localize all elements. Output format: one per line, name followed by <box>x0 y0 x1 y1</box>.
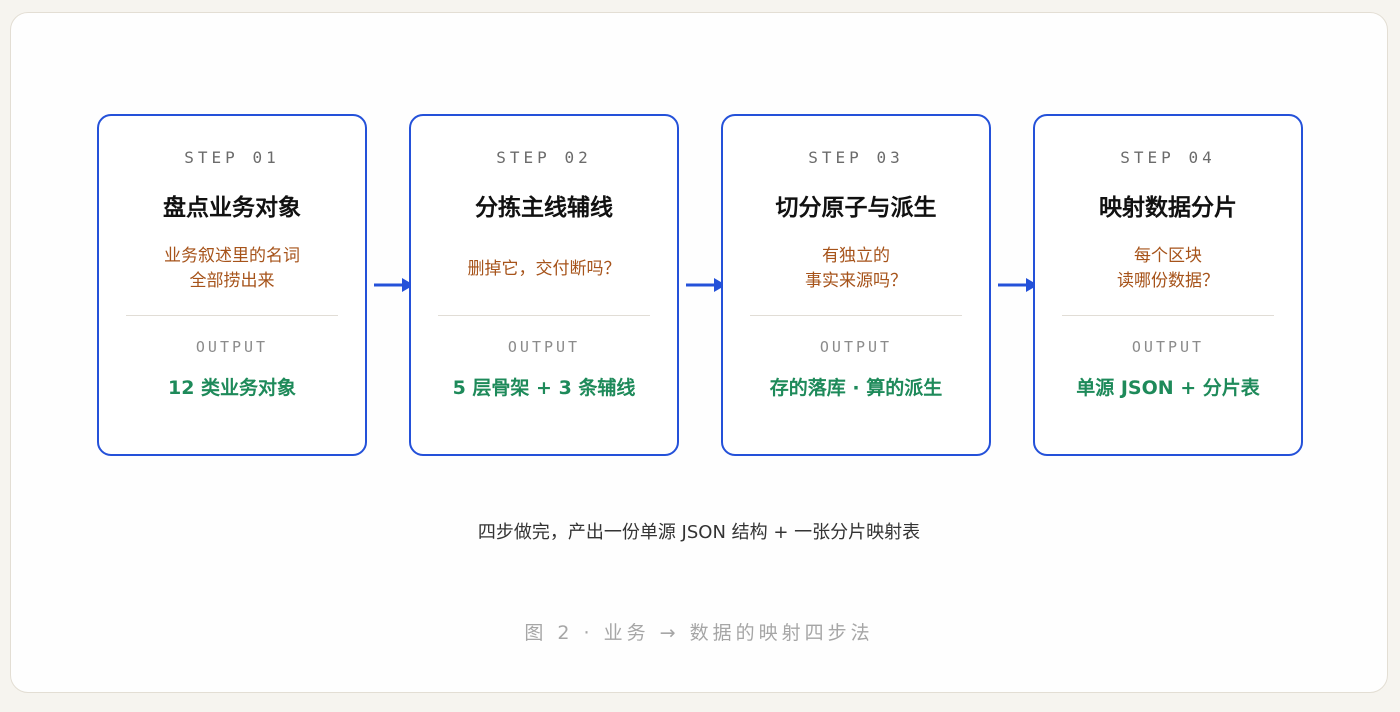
step-kicker: STEP 03 <box>808 148 904 167</box>
step-kicker: STEP 02 <box>496 148 592 167</box>
arrow-right-icon <box>374 278 414 292</box>
step-description: 业务叙述里的名词 全部捞出来 <box>164 246 300 291</box>
divider <box>1062 315 1274 316</box>
step-kicker: STEP 01 <box>184 148 280 167</box>
output-value: 存的落库 · 算的派生 <box>769 377 943 399</box>
step-title: 分拣主线辅线 <box>475 195 613 221</box>
step-description: 有独立的 事实来源吗？ <box>805 246 907 291</box>
step-title: 映射数据分片 <box>1099 195 1237 221</box>
steps-flow: STEP 01 盘点业务对象 业务叙述里的名词 全部捞出来 OUTPUT 12 … <box>97 114 1305 456</box>
divider <box>438 315 650 316</box>
arrow-right-icon <box>686 278 726 292</box>
step-description: 每个区块 读哪份数据？ <box>1117 246 1219 291</box>
output-label: OUTPUT <box>1131 338 1205 356</box>
output-label: OUTPUT <box>507 338 581 356</box>
figure-caption: 图 2 · 业务 → 数据的映射四步法 <box>524 622 874 644</box>
step-description: 删掉它，交付断吗？ <box>467 258 621 279</box>
figure-card: STEP 01 盘点业务对象 业务叙述里的名词 全部捞出来 OUTPUT 12 … <box>10 12 1388 693</box>
output-value: 12 类业务对象 <box>167 377 297 399</box>
output-label: OUTPUT <box>819 338 893 356</box>
step-card-2: STEP 02 分拣主线辅线 删掉它，交付断吗？ OUTPUT 5 层骨架 + … <box>409 114 679 456</box>
step-kicker: STEP 04 <box>1120 148 1216 167</box>
step-card-1: STEP 01 盘点业务对象 业务叙述里的名词 全部捞出来 OUTPUT 12 … <box>97 114 367 456</box>
step-title: 切分原子与派生 <box>775 195 937 221</box>
output-value: 单源 JSON + 分片表 <box>1076 377 1260 399</box>
step-title: 盘点业务对象 <box>163 195 301 221</box>
output-label: OUTPUT <box>195 338 269 356</box>
arrow-right-icon <box>998 278 1038 292</box>
step-card-3: STEP 03 切分原子与派生 有独立的 事实来源吗？ OUTPUT 存的落库 … <box>721 114 991 456</box>
step-card-4: STEP 04 映射数据分片 每个区块 读哪份数据？ OUTPUT 单源 JSO… <box>1033 114 1303 456</box>
summary-caption: 四步做完，产出一份单源 JSON 结构 + 一张分片映射表 <box>477 522 921 543</box>
output-value: 5 层骨架 + 3 条辅线 <box>452 377 636 399</box>
divider <box>126 315 338 316</box>
divider <box>750 315 962 316</box>
